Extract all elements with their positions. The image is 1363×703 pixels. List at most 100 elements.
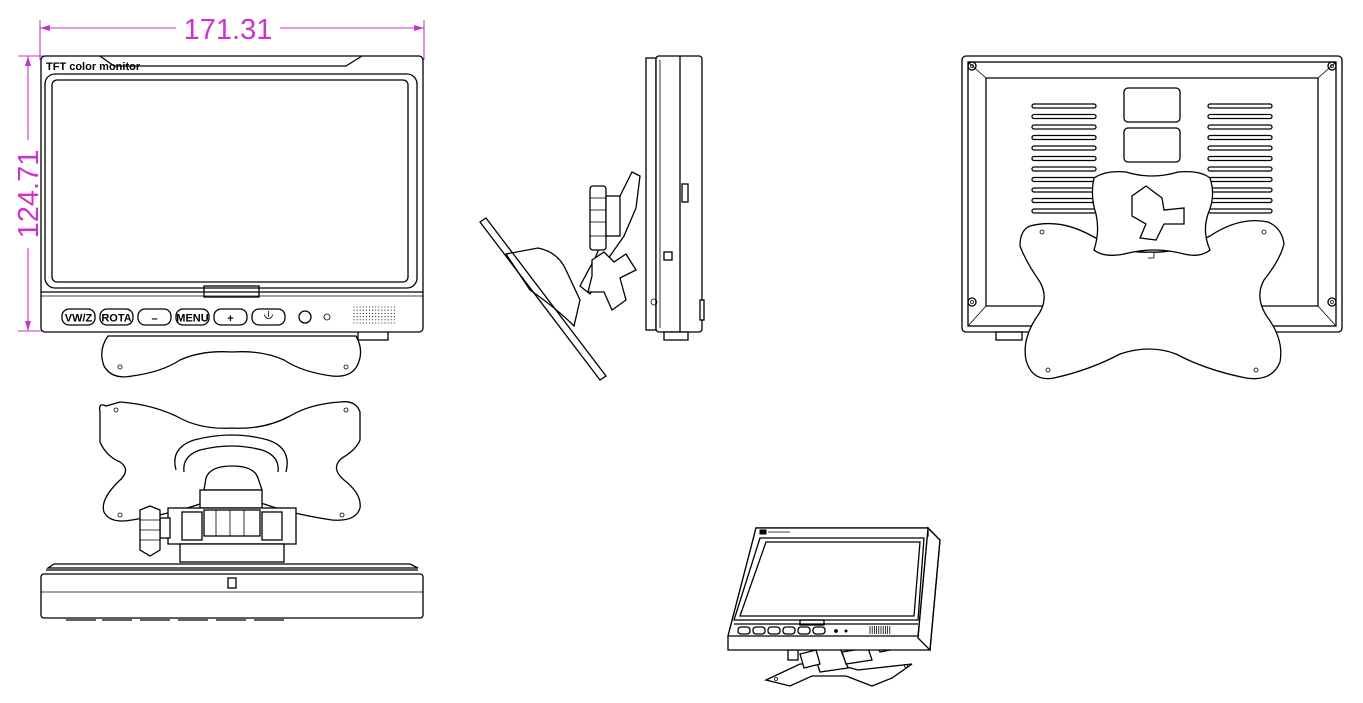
dimension-width: 171.31 [39, 14, 425, 60]
grille-hole [393, 309, 395, 311]
vent-slot [1031, 166, 1097, 172]
grille-hole [368, 309, 371, 311]
grille-hole [356, 316, 358, 318]
grille-hole [368, 306, 371, 308]
isometric-view [727, 526, 941, 687]
grille-hole [384, 319, 386, 321]
top-view [40, 401, 424, 621]
grille-hole [368, 322, 371, 324]
grille-hole [390, 309, 392, 311]
grille-hole [390, 312, 392, 314]
grille-hole [359, 316, 361, 318]
grille-hole [362, 322, 364, 324]
grille-hole [362, 319, 364, 321]
vent-slot [1031, 155, 1097, 162]
grille-hole [390, 319, 392, 321]
grille-hole [356, 312, 358, 314]
plus-button[interactable] [213, 308, 248, 326]
grille-hole [372, 312, 374, 314]
grille-hole [375, 306, 377, 308]
vent-slot [1207, 145, 1273, 151]
vent-slot [1207, 155, 1273, 162]
grille-hole [378, 322, 380, 324]
grille-hole [365, 322, 367, 324]
vent-slot [1031, 113, 1097, 120]
vent-slot [1207, 103, 1273, 109]
plus-button-label: + [227, 313, 233, 325]
menu-button[interactable] [175, 308, 210, 326]
grille-hole [362, 309, 364, 311]
vent-slot [1207, 124, 1273, 130]
grille-hole [359, 322, 361, 324]
grille-hole [378, 316, 380, 318]
grille-hole [365, 309, 367, 311]
grille-hole [365, 306, 367, 308]
grille-hole [372, 319, 374, 321]
vent-slot [1207, 166, 1273, 172]
grille-hole [375, 322, 377, 324]
rota-button-label: ROTA [101, 313, 131, 325]
grille-hole [359, 319, 361, 321]
grille-hole [384, 306, 386, 308]
minus-button[interactable] [137, 308, 172, 326]
vent-slot [1031, 103, 1097, 109]
grille-hole [375, 312, 377, 314]
grille-hole [372, 316, 374, 318]
grille-hole [393, 322, 395, 324]
grille-hole [393, 316, 395, 318]
grille-hole [393, 319, 395, 321]
grille-hole [356, 319, 358, 321]
grille-hole [378, 306, 380, 308]
iso-speaker-grille [869, 626, 891, 634]
grille-hole [356, 322, 358, 324]
grille-hole [365, 312, 367, 314]
grille-hole [372, 306, 374, 308]
grille-hole [362, 316, 364, 318]
grille-hole [353, 306, 355, 308]
vwz-button[interactable] [61, 308, 96, 326]
vent-slot [1031, 124, 1097, 130]
speaker-grille [353, 306, 395, 324]
grille-hole [378, 312, 380, 314]
grille-hole [353, 322, 355, 324]
grille-hole [390, 316, 392, 318]
grille-hole [387, 316, 389, 318]
vwz-button-label: VW/Z [65, 313, 93, 325]
ir-sensor [298, 310, 312, 324]
grille-hole [387, 309, 389, 311]
grille-hole [384, 309, 386, 311]
menu-button-label: MENU [176, 313, 208, 325]
led-indicator [323, 313, 331, 321]
grille-hole [381, 316, 383, 318]
dimension-height: 124.71 [12, 55, 45, 332]
height-dimension-label: 124.71 [13, 150, 45, 239]
power-icon [264, 311, 273, 319]
rota-button[interactable] [99, 308, 134, 326]
grille-hole [381, 306, 383, 308]
grille-hole [378, 309, 380, 311]
grille-hole [375, 319, 377, 321]
grille-hole [353, 319, 355, 321]
grille-hole [368, 319, 371, 321]
grille-hole [381, 322, 383, 324]
grille-hole [359, 306, 361, 308]
grille-hole [372, 309, 374, 311]
vent-slot [1207, 134, 1273, 141]
side-view [479, 55, 705, 381]
grille-hole [375, 309, 377, 311]
grille-hole [384, 322, 386, 324]
grille-hole [375, 316, 377, 318]
back-view [961, 55, 1343, 380]
grille-hole [362, 306, 364, 308]
grille-hole [362, 312, 364, 314]
grille-hole [353, 309, 355, 311]
vent-slot [1207, 113, 1273, 120]
grille-hole [368, 312, 371, 314]
grille-hole [372, 322, 374, 324]
grille-hole [381, 319, 383, 321]
grille-hole [368, 316, 371, 318]
grille-hole [365, 319, 367, 321]
minus-button-label: – [151, 313, 157, 325]
grille-hole [381, 312, 383, 314]
